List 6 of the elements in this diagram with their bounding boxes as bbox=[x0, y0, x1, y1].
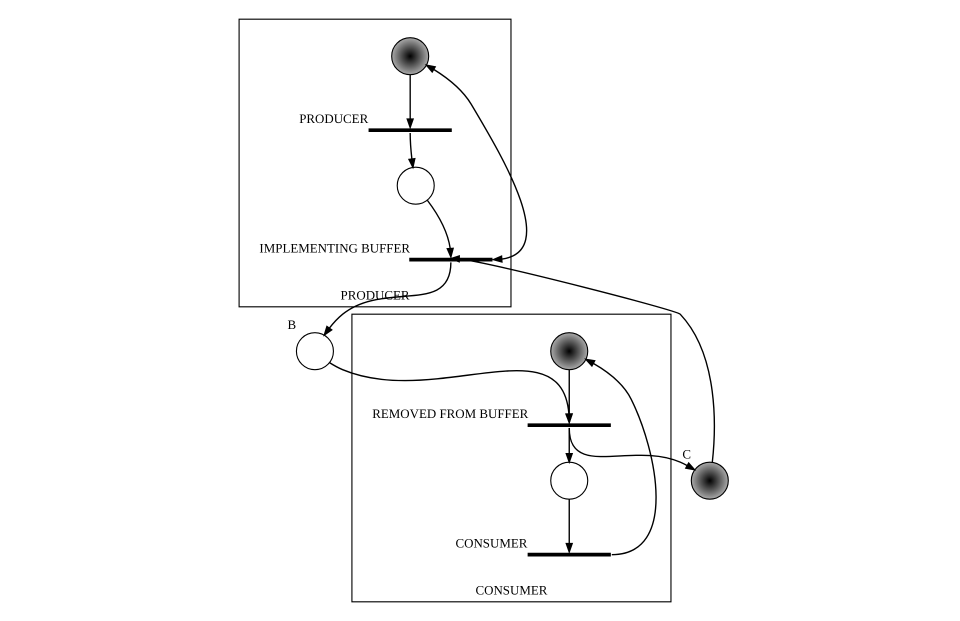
node-label: REMOVED FROM BUFFER bbox=[372, 406, 528, 421]
node-label: CONSUMER bbox=[455, 535, 528, 550]
node-label: B bbox=[287, 317, 296, 332]
node-label: PRODUCER bbox=[299, 110, 368, 126]
node-label: C bbox=[682, 446, 692, 462]
node-label: IMPLEMENTING BUFFER bbox=[259, 240, 410, 256]
